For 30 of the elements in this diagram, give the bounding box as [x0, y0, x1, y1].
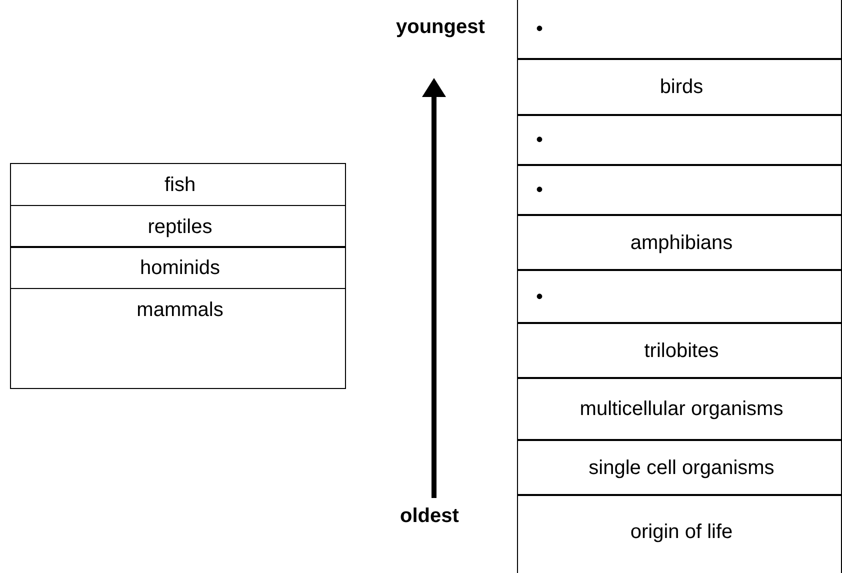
table-row: [10, 246, 346, 289]
table-row: [517, 377, 842, 441]
row-text: amphibians: [630, 230, 733, 256]
table-row: [517, 269, 842, 324]
bullet: •: [536, 17, 544, 42]
bullet: •: [536, 178, 544, 203]
table-row: [517, 494, 842, 573]
bullet: •: [536, 284, 544, 310]
table-row: [517, 439, 842, 496]
axis-label: oldest: [400, 505, 459, 528]
table-row: [517, 214, 842, 271]
table-row: [10, 288, 346, 389]
row-text: multicellular organisms: [580, 397, 784, 422]
row-text: birds: [660, 75, 704, 100]
table-row: [517, 114, 842, 166]
row-text: hominids: [140, 256, 220, 280]
table-row: [517, 322, 842, 379]
axis-label: youngest: [396, 16, 485, 39]
table-row: [10, 205, 346, 248]
row-text: origin of life: [630, 520, 733, 545]
row-text: fish: [164, 172, 196, 198]
row-text: trilobites: [644, 338, 719, 364]
row-text: single cell organisms: [588, 456, 774, 480]
row-text: mammals: [136, 298, 224, 323]
bullet: •: [536, 128, 544, 153]
table-row: [10, 163, 346, 206]
row-text: reptiles: [148, 214, 212, 240]
table-row: [517, 58, 842, 116]
table-row: [517, 164, 842, 216]
table-row: [517, 0, 842, 60]
